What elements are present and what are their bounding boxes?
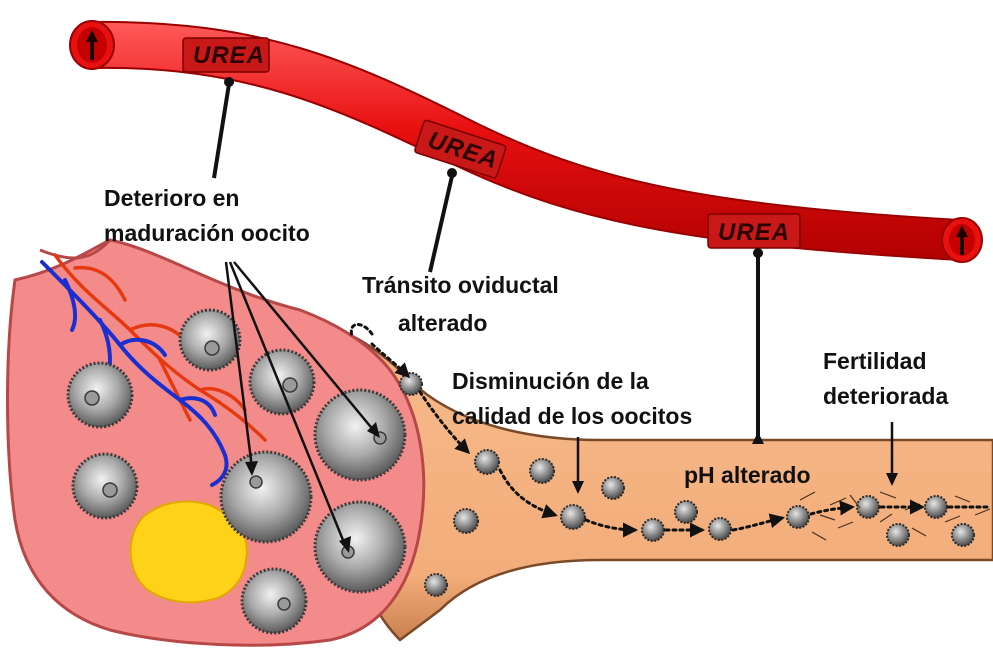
label-deterioro-line1: Deterioro en xyxy=(104,183,239,213)
urea-tag: UREA xyxy=(183,38,269,72)
label-disminucion-line2: calidad de los oocitos xyxy=(452,401,692,431)
label-disminucion-line1: Disminución de la xyxy=(452,366,649,396)
label-transito-line1: Tránsito oviductal xyxy=(362,270,559,300)
urea-label: UREA xyxy=(718,219,790,246)
urea-label: UREA xyxy=(193,42,265,69)
ph-arrow-head xyxy=(752,432,764,444)
label-fertilidad-line2: deteriorada xyxy=(823,381,948,411)
label-deterioro-line2: maduración oocito xyxy=(104,218,310,248)
label-fertilidad-line1: Fertilidad xyxy=(823,346,927,376)
label-transito-line2: alterado xyxy=(398,308,487,338)
label-ph-alterado: pH alterado xyxy=(684,460,811,490)
urea-tag: UREA xyxy=(708,214,800,248)
